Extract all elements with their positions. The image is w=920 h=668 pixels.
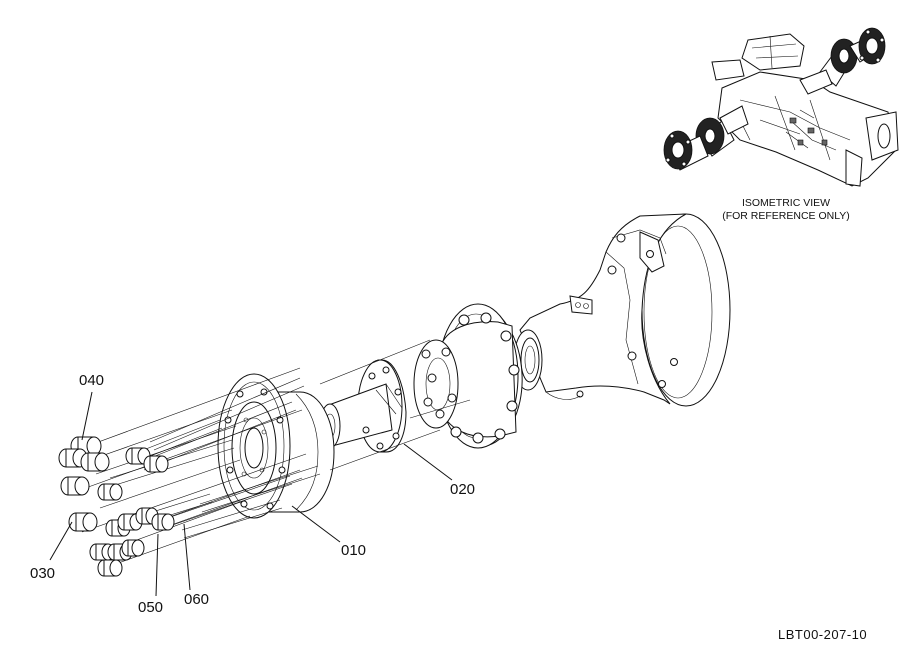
part-020-tapered-adapter [319,359,407,453]
bolt-head [97,483,123,501]
callout-020: 020 [450,481,475,498]
callout-060: 060 [184,591,209,608]
axle-housing [519,213,731,407]
bolt-head [68,512,98,532]
bolt-heads-nuts [58,436,175,577]
hub-bolt-heads [421,312,520,444]
wheel-hub-flange [413,303,523,449]
drawing-number: LBT00-207-10 [778,627,867,642]
callout-040: 040 [79,372,104,389]
bolt-head [143,455,169,473]
bolt-head [151,513,175,531]
callout-010: 010 [341,542,366,559]
leader-lines [49,391,453,597]
part-010-flange-drum [217,373,335,519]
callout-050: 050 [138,599,163,616]
callout-030: 030 [30,565,55,582]
bolt-head [80,452,110,472]
bolt-head [58,448,88,468]
bolt-head [117,513,143,531]
bolt-head [60,476,90,496]
bolt-head [121,539,145,557]
iso-caption-line1: ISOMETRIC VIEW [742,197,830,209]
bolt-head [97,559,123,577]
iso-caption-line2: (FOR REFERENCE ONLY) [722,210,850,222]
long-studs [79,339,471,567]
reference-isometric-view: ISOMETRIC VIEW (FOR REFERENCE ONLY) [663,27,899,222]
